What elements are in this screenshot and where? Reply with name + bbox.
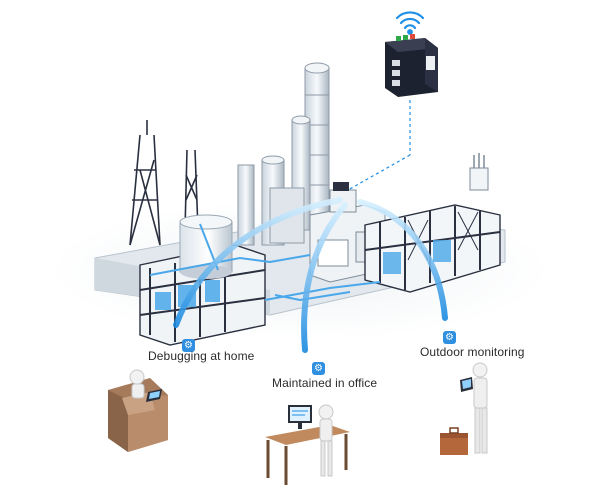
gear-icon: ⚙	[312, 362, 325, 375]
wifi-icon	[395, 11, 425, 35]
link-arc-office	[301, 202, 348, 353]
storage-tank	[179, 214, 233, 279]
link-arc-outdoor	[357, 199, 448, 321]
home-user-scene	[108, 369, 168, 452]
pipe-runs	[149, 254, 381, 302]
wireless-links	[173, 197, 448, 353]
gear-icon: ⚙	[443, 331, 456, 344]
link-arc-home	[173, 197, 343, 328]
industrial-router-icon	[385, 34, 438, 97]
scenario-label-office: Maintained in office	[272, 376, 378, 390]
gear-icon: ⚙	[182, 339, 195, 352]
outdoor-user-scene	[440, 362, 488, 455]
scenario-label-outdoor: Outdoor monitoring	[420, 345, 525, 359]
uplink-dashed-2	[347, 154, 411, 191]
office-user-scene	[265, 404, 350, 485]
scenario-label-home: Debugging at home	[148, 349, 255, 363]
